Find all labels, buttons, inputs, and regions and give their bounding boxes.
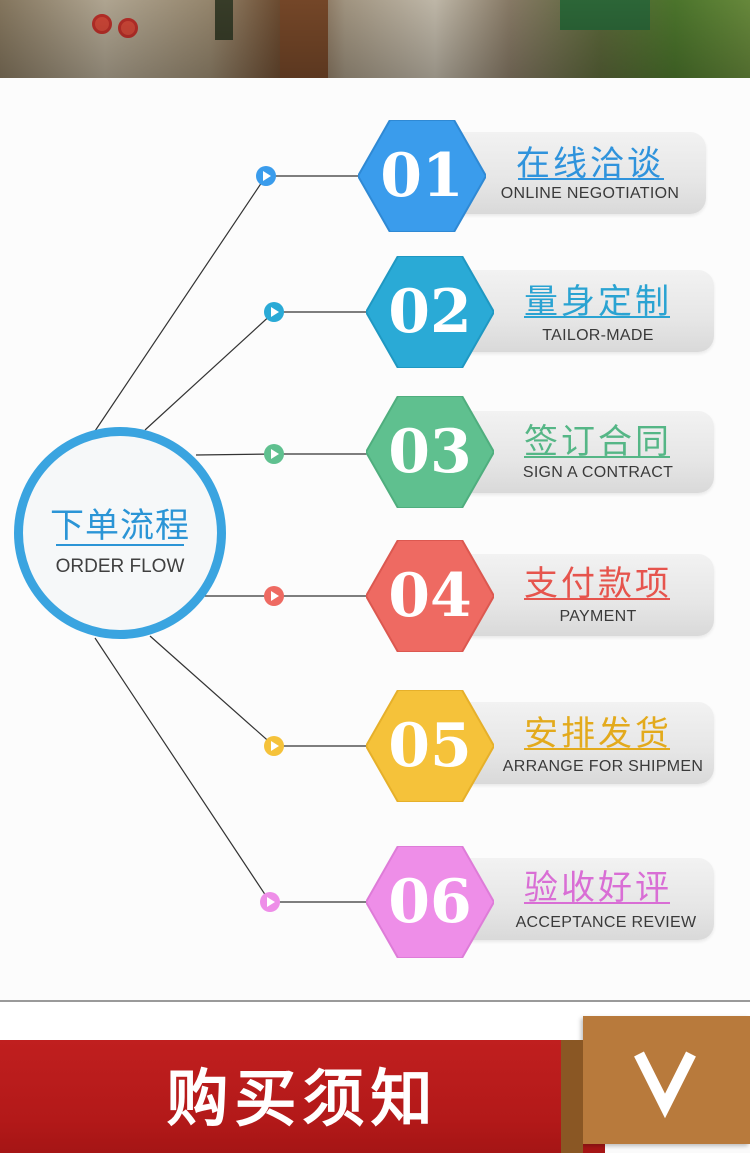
step-02-subtitle: TAILOR-MADE: [542, 327, 654, 344]
step-02-marker-icon: [264, 302, 284, 322]
photo-beam: [280, 0, 328, 78]
hub-divider: [56, 544, 184, 546]
step-01-subtitle: ONLINE NEGOTIATION: [500, 185, 680, 202]
step-06-number: 06: [388, 867, 472, 937]
hub-subtitle: ORDER FLOW: [55, 556, 185, 577]
step-04-hexagon: 04: [366, 540, 494, 652]
step-02-card: [450, 270, 714, 352]
step-06-rule: [524, 902, 670, 904]
step-05-hexagon: 05: [366, 690, 494, 802]
photo-machine: [215, 0, 233, 40]
step-06-subtitle: ACCEPTANCE REVIEW: [515, 914, 697, 931]
step-06-card: [450, 858, 714, 940]
step-04-rule: [524, 598, 670, 600]
step-03-card: [450, 411, 714, 493]
step-03-hexagon: 03: [366, 396, 494, 508]
step-04-title: 支付款项: [524, 564, 672, 604]
hub-title: 下单流程: [50, 506, 190, 546]
banner-red-bar: 购买须知: [0, 1040, 605, 1153]
step-06-hexagon: 06: [366, 846, 494, 958]
order-flow-section: 下单流程 ORDER FLOW 在线洽谈 ONLINE NEGOTIATION …: [0, 78, 750, 1000]
order-flow-hub: 下单流程 ORDER FLOW: [14, 427, 226, 639]
section-divider: [0, 1000, 750, 1002]
step-03-title: 签订合同: [524, 422, 672, 462]
step-02-rule: [524, 316, 670, 318]
banner-title: 购买须知: [166, 1062, 439, 1135]
step-03-rule: [524, 456, 670, 458]
step-01-number: 01: [380, 141, 464, 211]
step-04-subtitle: PAYMENT: [559, 608, 637, 625]
top-photo-strip: [0, 0, 750, 78]
step-06-marker-icon: [260, 892, 280, 912]
step-02-hexagon: 02: [366, 256, 494, 368]
step-05-subtitle: ARRANGE FOR SHIPMEN: [502, 758, 704, 775]
photo-pipe: [92, 14, 112, 34]
banner-accent-box: [561, 1016, 750, 1153]
step-02-title: 量身定制: [524, 282, 672, 322]
step-02-number: 02: [388, 277, 472, 347]
step-01-hexagon: 01: [358, 120, 486, 232]
step-04-marker-icon: [264, 586, 284, 606]
step-04-card: [450, 554, 714, 636]
step-05-card: [450, 702, 714, 784]
step-01-title: 在线洽谈: [516, 144, 664, 184]
step-03-number: 03: [388, 417, 472, 487]
photo-pipe: [118, 18, 138, 38]
photo-sign: [560, 0, 650, 30]
step-05-marker-icon: [264, 736, 284, 756]
chevron-down-icon: [634, 1051, 696, 1119]
step-06-title: 验收好评: [524, 868, 672, 908]
step-05-rule: [524, 748, 670, 750]
step-04-number: 04: [388, 561, 472, 631]
step-03-marker-icon: [264, 444, 284, 464]
step-01-marker-icon: [256, 166, 276, 186]
step-01-rule: [518, 178, 664, 180]
step-05-number: 05: [388, 711, 472, 781]
step-03-subtitle: SIGN A CONTRACT: [522, 464, 674, 481]
purchase-notice-banner: 购买须知: [0, 1016, 750, 1153]
step-05-title: 安排发货: [524, 714, 672, 754]
